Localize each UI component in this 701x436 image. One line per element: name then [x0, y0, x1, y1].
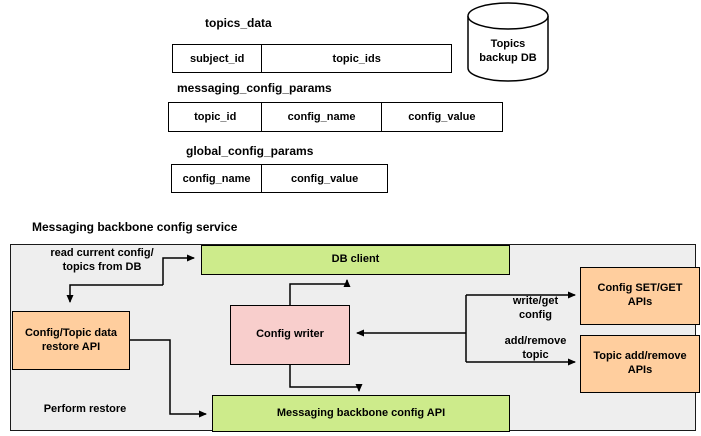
table-global-config-params: config_name config_value — [171, 164, 388, 193]
node-config-set-get-apis: Config SET/GET APIs — [580, 267, 700, 325]
label-add-remove-topic: add/remove topic — [504, 335, 567, 362]
column-config-value: config_value — [290, 172, 359, 185]
label-read-current-config: read current config/ topics from DB — [50, 247, 154, 274]
table-messaging-config-params: topic_id config_name config_value — [168, 102, 503, 132]
column-topic-ids: topic_ids — [332, 52, 381, 65]
column-config-name: config_name — [262, 103, 382, 131]
table-title-global-config-params: global_config_params — [186, 144, 314, 158]
service-title: Messaging backbone config service — [32, 220, 238, 234]
node-db-client: DB client — [201, 245, 510, 275]
table-title-messaging-config-params: messaging_config_params — [177, 81, 332, 95]
node-config-writer: Config writer — [230, 305, 350, 365]
database-label: Topics backup DB — [479, 38, 537, 65]
database-cylinder-icon — [467, 2, 549, 82]
node-restore-api: Config/Topic data restore API — [12, 311, 130, 370]
node-topic-add-remove-apis: Topic add/remove APIs — [580, 335, 700, 393]
column-subject-id: subject_id — [173, 45, 263, 72]
column-config-name: config_name — [172, 165, 263, 192]
column-topic-id: topic_id — [169, 103, 263, 131]
column-config-value: config_value — [408, 111, 476, 123]
label-write-get-config: write/get config — [512, 295, 559, 322]
table-title-topics-data: topics_data — [205, 16, 272, 30]
node-messaging-backbone-config-api: Messaging backbone config API — [212, 395, 510, 432]
label-perform-restore: Perform restore — [43, 403, 127, 415]
table-topics-data: subject_id topic_ids — [172, 44, 452, 73]
